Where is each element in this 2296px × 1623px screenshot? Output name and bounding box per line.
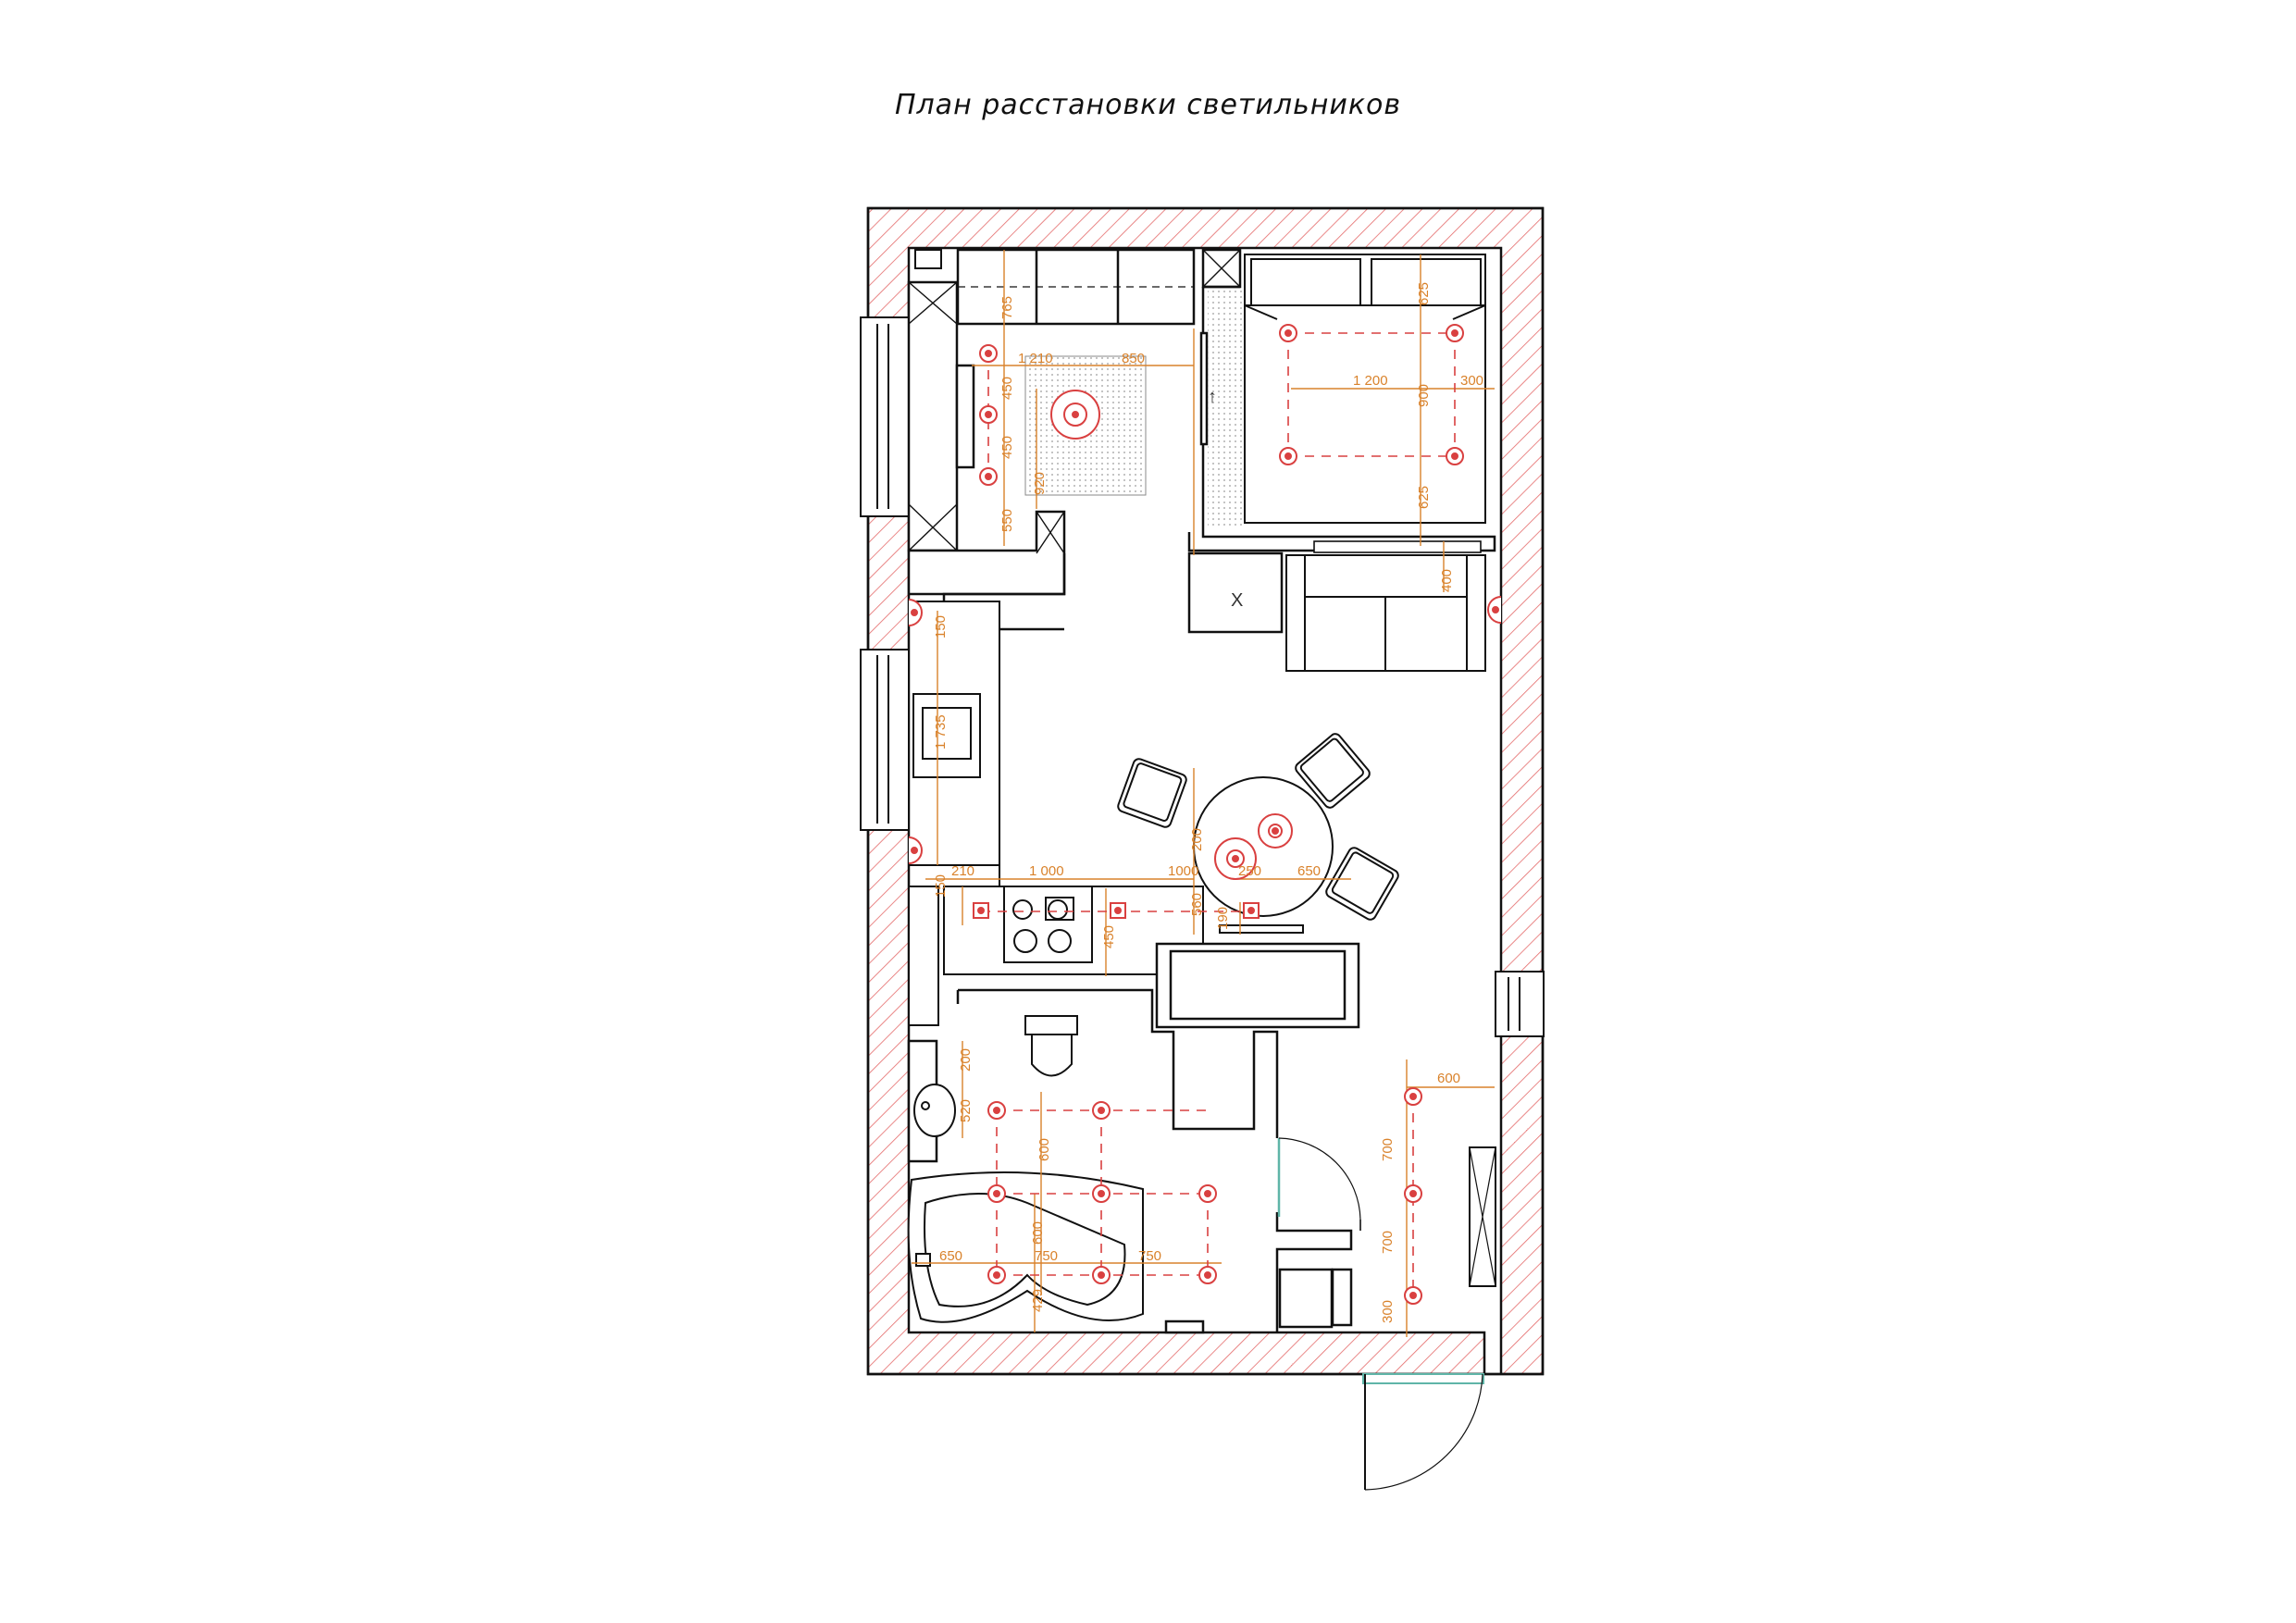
kitchen-island [1155,942,1360,1029]
wall-lamp-icon [908,836,923,864]
dim-label: 650 [1297,863,1321,879]
lamp-icon [1092,1266,1111,1284]
lamp-icon [1404,1184,1422,1203]
dim-label: 600 [1036,1138,1052,1161]
lamp-icon [1279,324,1297,342]
lamp-icon [1198,1266,1217,1284]
dim-label: 450 [999,436,1015,459]
sofa [1285,554,1486,672]
kitchen-counter [909,601,1000,888]
dining-set [1117,733,1399,934]
lamp-icon [1092,1101,1111,1120]
lamp-icon [987,1184,1006,1203]
dim-label: 150 [933,615,949,638]
dim-label: 200 [958,1048,974,1072]
dim-label: 625 [1416,486,1432,509]
dim-label: 150 [933,874,949,898]
dim-label: 450 [999,377,1015,400]
dim-label: 625 [1416,282,1432,305]
dim-label: 765 [999,296,1015,319]
lamp-icon [1446,324,1464,342]
dim-label: 600 [1437,1071,1460,1086]
dim-label: 550 [999,509,1015,532]
wardrobe-dotted [1208,289,1243,529]
lamp-icon [1092,1184,1111,1203]
dim-label: 600 [1030,1221,1046,1245]
dim-label: 700 [1380,1231,1396,1254]
page-title: План расстановки светильников [894,89,1402,121]
dim-label: 200 [1189,828,1205,851]
dim-label: 1 735 [933,714,949,750]
lamp-icon [979,344,998,363]
dim-label: 450 [1101,925,1117,948]
dimension-labels: 765 1 210 850 450 450 920 550 625 1 200 … [933,282,1483,1323]
dim-label: 300 [1380,1300,1396,1323]
dim-label: 750 [1035,1248,1058,1264]
lamp-icon [1404,1286,1422,1305]
dim-label: 850 [1122,351,1145,366]
bath-sink [913,1084,956,1137]
lamps [908,324,1502,1305]
pendant-lamp-icon [1050,390,1100,440]
closet-marker: X [1231,590,1243,611]
dim-label: 750 [1138,1248,1161,1264]
doors [1277,1137,1484,1491]
dim-label: 429 [1030,1289,1046,1312]
dim-label: 1 210 [1018,351,1053,366]
dim-label: 1 200 [1353,373,1388,389]
lamp-icon [1404,1087,1422,1106]
dim-label: 700 [1380,1138,1396,1161]
dim-label: 650 [939,1248,962,1264]
lamp-icon [987,1266,1006,1284]
toilet [1024,1015,1078,1077]
spot-lamp-icon [973,902,989,919]
dim-label: 190 [1215,907,1231,930]
lamp-icon [987,1101,1006,1120]
bathtub [907,1171,1144,1323]
dim-label: 400 [1439,569,1455,592]
lamp-icon [979,467,998,486]
dim-label: 520 [958,1099,974,1122]
windows [860,316,1545,1037]
arrow-marker: ↑ [1208,387,1217,407]
pendant-lamp-icon [1258,813,1293,849]
dim-label: 210 [951,863,974,879]
wall-lamp-icon [1487,596,1502,624]
lamp-icon [1279,447,1297,465]
lamp-icon [979,405,998,424]
dim-label: 250 [1238,863,1261,879]
hall-wardrobe [1469,1146,1496,1287]
dim-label: 900 [1416,384,1432,407]
spot-lamp-icon [1243,902,1260,919]
dim-label: 1 000 [1029,863,1064,879]
dim-label: 1000 [1168,863,1198,879]
dim-label: 300 [1460,373,1483,389]
interior-walls [907,248,1496,634]
lamp-icon [1198,1184,1217,1203]
lamp-icon [1446,447,1464,465]
pendant-lamp-icon [1214,837,1257,880]
wall-lamp-icon [908,599,923,626]
dim-label: 560 [1189,893,1205,916]
spot-lamp-icon [1110,902,1126,919]
vent-box [914,249,942,269]
dim-label: 920 [1032,472,1048,495]
